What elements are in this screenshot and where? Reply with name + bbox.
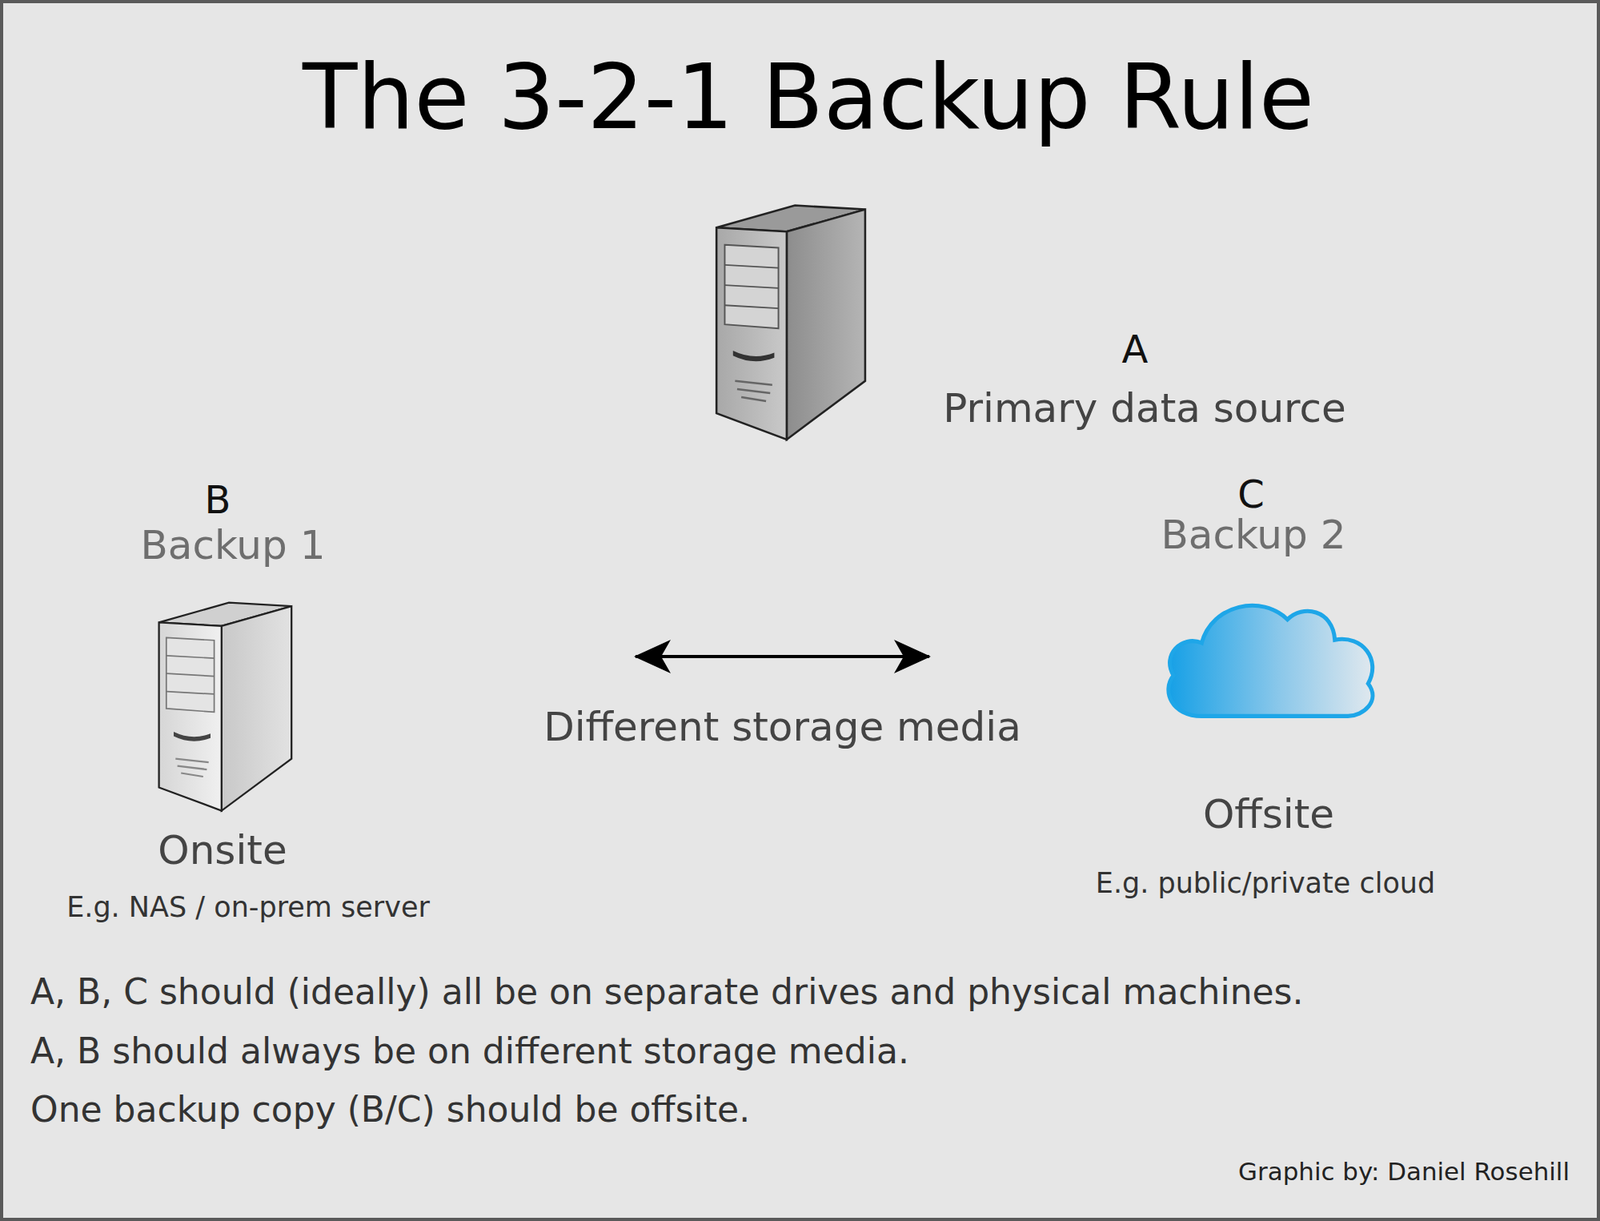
location-label: Onsite [157,827,287,875]
backup-node: CBackup 2 OffsiteE.g. public/private clou… [932,464,1585,929]
rule-note: A, B, C should (ideally) all be on separ… [30,970,1304,1014]
node-heading: Backup 2 [1161,512,1347,559]
primary-server-node: A Primary data source [696,192,1401,457]
example-note: E.g. NAS / on-prem server [66,890,430,923]
server-icon [159,602,293,811]
title: The 3-2-1 Backup Rule [302,43,1315,151]
backup-node: BBackup 1 OnsiteE.g. NAS / on-prem server [16,472,633,937]
node-heading: Backup 1 [140,522,326,570]
cloud-icon [1168,605,1373,716]
node-letter: C [1237,472,1265,517]
example-note: E.g. public/private cloud [1095,866,1436,899]
double-arrow [635,654,930,658]
credit-line: Graphic by: Daniel Rosehill [1238,1156,1570,1187]
rule-note: A, B should always be on different stora… [30,1030,910,1073]
server-icon [716,205,866,440]
edge-label: Different storage media [543,702,1022,751]
node-caption: Primary data source [942,385,1347,433]
node-letter: B [204,477,232,522]
rule-note: One backup copy (B/C) should be offsite. [30,1088,750,1131]
location-label: Offsite [1203,791,1335,839]
node-letter: A [1122,327,1149,372]
